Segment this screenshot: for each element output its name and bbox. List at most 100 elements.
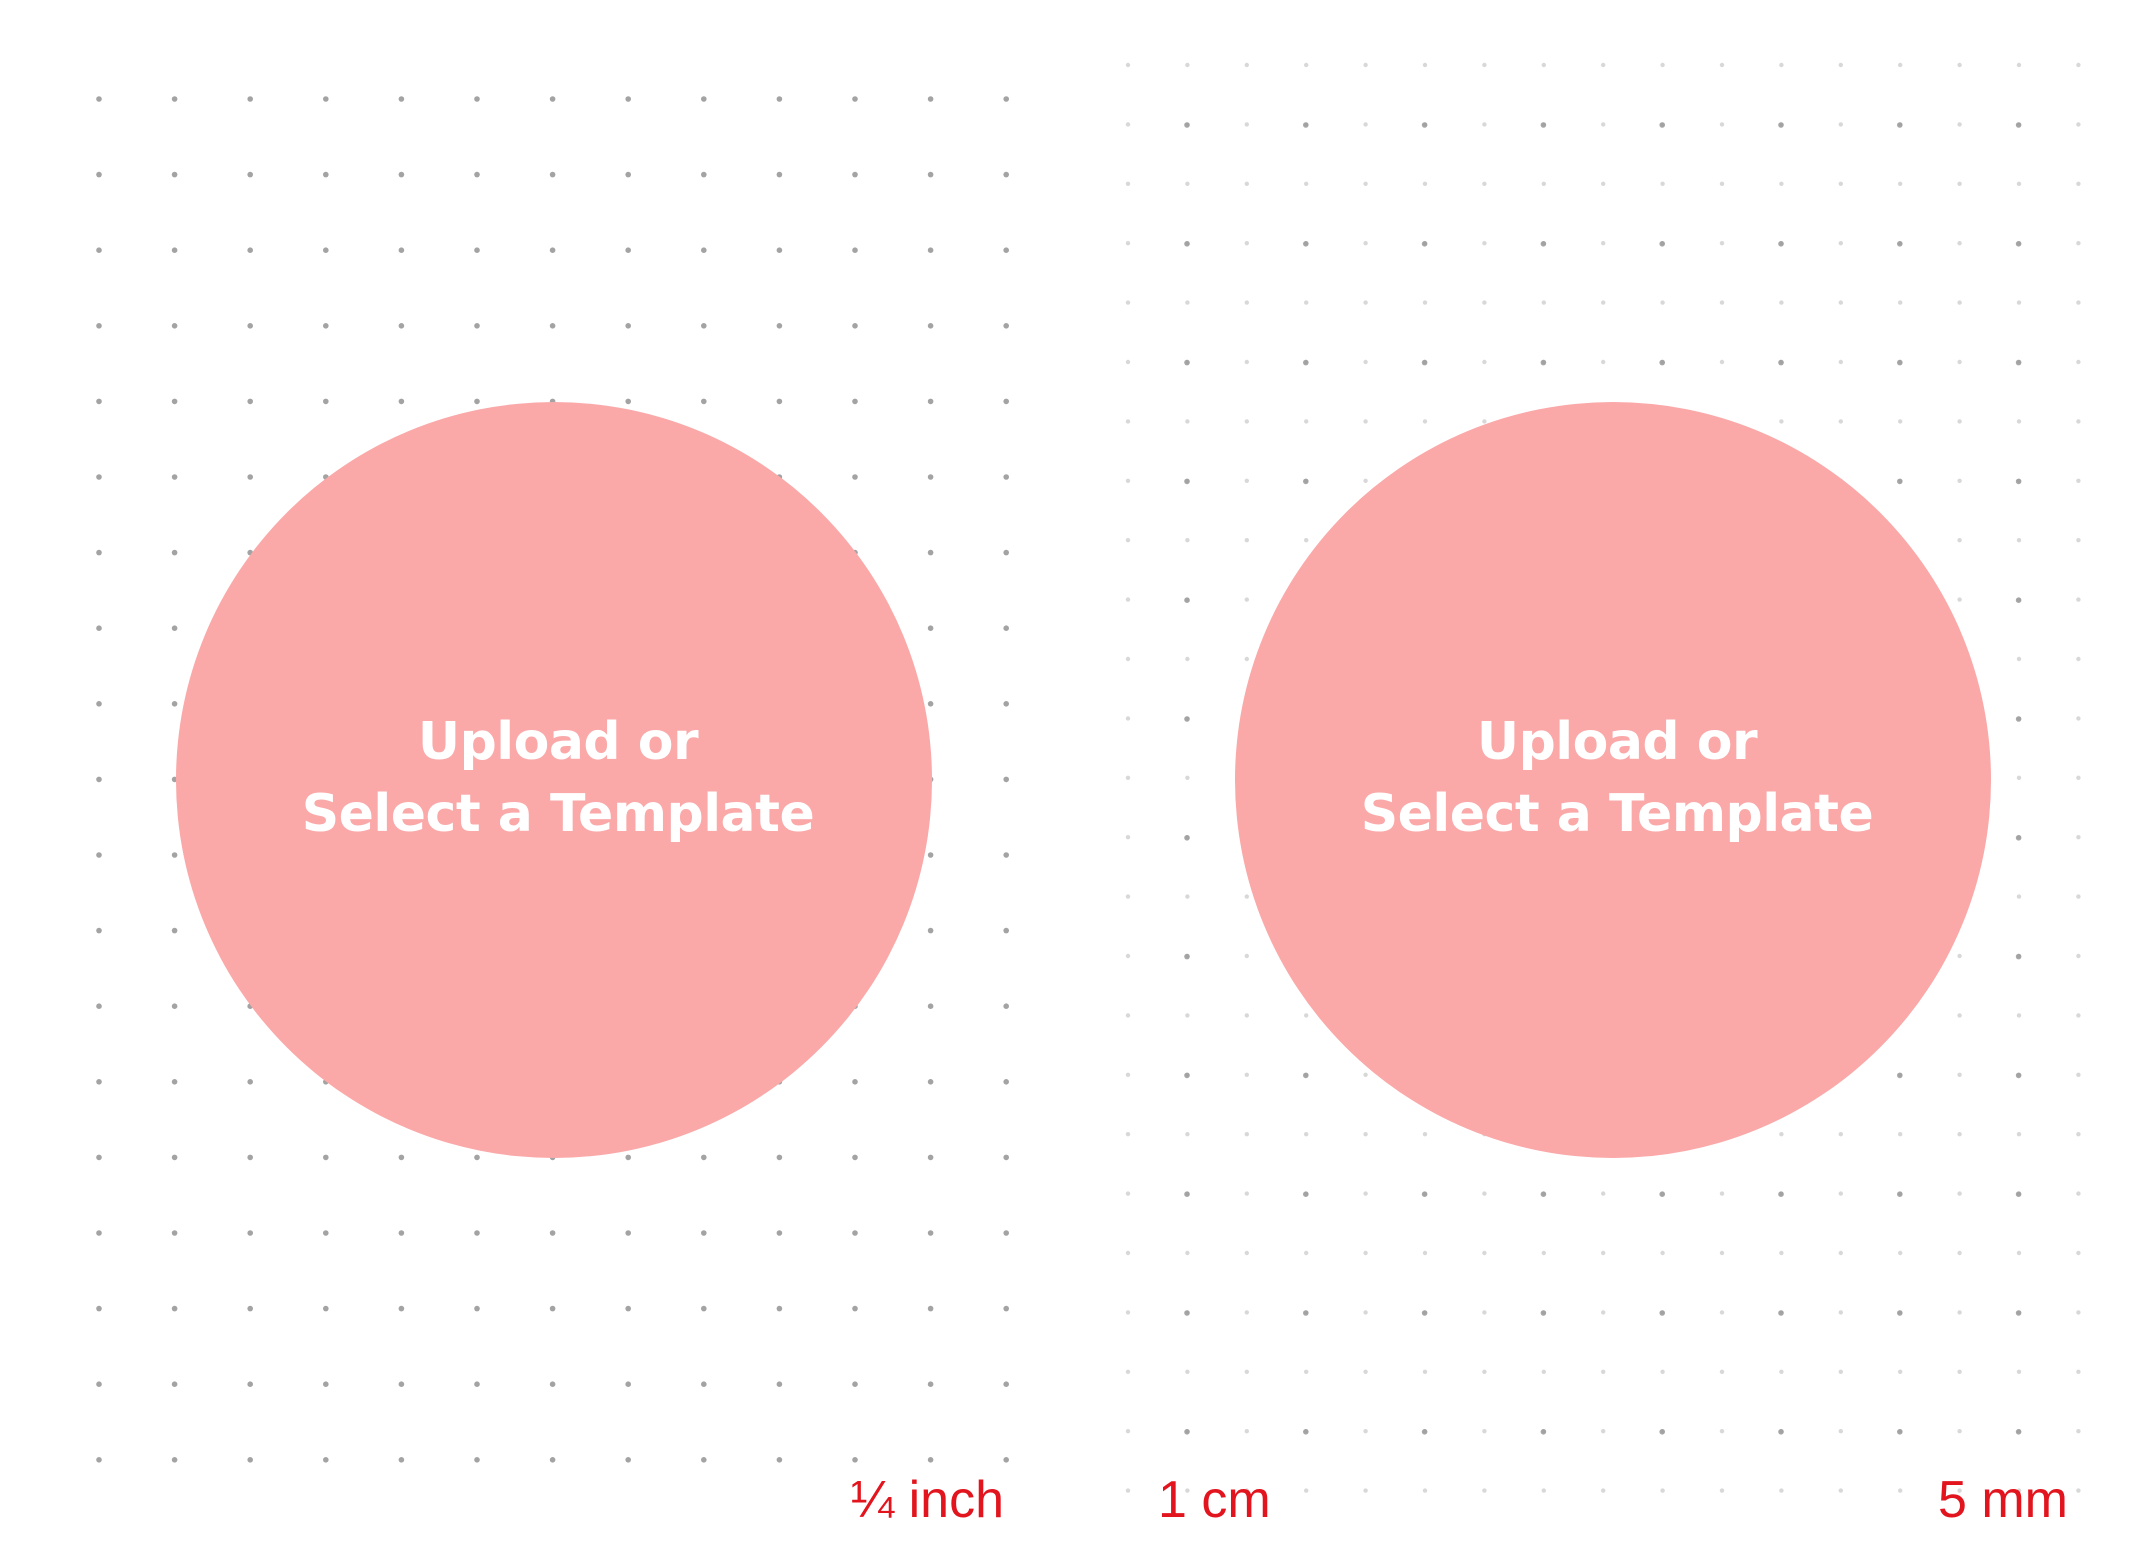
- grid-dot: [474, 323, 480, 329]
- grid-dot: [247, 1305, 253, 1312]
- grid-dot: [1244, 359, 1250, 365]
- grid-dot: [1185, 300, 1190, 305]
- grid-dot: [1363, 1429, 1368, 1434]
- grid-dot: [1838, 359, 1844, 365]
- grid-dot: [1003, 549, 1009, 556]
- grid-dot: [1003, 1305, 1009, 1312]
- grid-dot: [1660, 1250, 1665, 1256]
- grid-dot: [2076, 62, 2081, 68]
- grid-dot: [2015, 122, 2022, 128]
- grid-dot: [323, 1154, 329, 1161]
- grid-dot: [1003, 1079, 1009, 1085]
- grid-dot: [1482, 62, 1487, 68]
- grid-dot: [927, 1079, 934, 1085]
- upload-prompt-line-2: Select a Template: [301, 784, 815, 844]
- grid-dot: [1601, 359, 1606, 365]
- grid-dot: [171, 1003, 178, 1009]
- grid-dot: [1897, 1310, 1903, 1316]
- upload-template-button-left[interactable]: Upload or Select a Template: [176, 402, 932, 1158]
- grid-dot: [1304, 1369, 1309, 1375]
- grid-dot: [96, 323, 102, 329]
- grid-dot: [1957, 181, 1962, 186]
- grid-dot: [1957, 1250, 1962, 1256]
- grid-dot: [701, 1381, 707, 1387]
- grid-dot: [1660, 300, 1665, 305]
- grid-dot: [1482, 359, 1487, 365]
- grid-dot: [549, 247, 556, 253]
- grid-dot: [1363, 1369, 1368, 1375]
- grid-dot: [1838, 1250, 1844, 1256]
- grid-dot: [1185, 538, 1190, 543]
- grid-dot: [625, 1230, 631, 1236]
- grid-dot: [2076, 1488, 2081, 1493]
- grid-dot: [1898, 300, 1903, 305]
- grid-dot: [1363, 300, 1368, 305]
- grid-dot: [1244, 62, 1250, 68]
- grid-dot: [1421, 1191, 1428, 1197]
- grid-dot: [1125, 181, 1131, 186]
- grid-dot: [2076, 953, 2081, 959]
- grid-dot: [1897, 1429, 1903, 1435]
- upload-template-button-right[interactable]: Upload or Select a Template: [1235, 402, 1991, 1158]
- grid-spacing-label-mm: 5 mm: [1938, 1471, 2068, 1529]
- grid-dot: [2076, 656, 2081, 662]
- grid-dot: [1184, 1310, 1190, 1316]
- grid-dot: [927, 247, 934, 253]
- grid-dot: [1125, 656, 1131, 662]
- grid-dot: [1719, 1369, 1725, 1375]
- grid-dot: [1601, 62, 1606, 68]
- grid-dot: [171, 852, 178, 858]
- grid-dot: [852, 96, 858, 102]
- grid-dot: [1125, 597, 1131, 602]
- grid-dot: [96, 1154, 102, 1161]
- grid-dot: [2076, 894, 2081, 899]
- grid-dot: [852, 323, 858, 329]
- grid-dot: [1601, 1191, 1606, 1196]
- grid-dot: [927, 701, 934, 707]
- grid-dot: [247, 398, 253, 405]
- grid-dot: [1244, 1013, 1250, 1018]
- grid-dot: [1719, 359, 1725, 365]
- grid-dot: [701, 1154, 707, 1161]
- grid-dot: [1957, 359, 1962, 365]
- grid-dot: [1184, 1191, 1190, 1197]
- grid-dot: [1304, 1132, 1309, 1137]
- grid-dot: [1303, 478, 1309, 485]
- grid-dot: [1303, 1191, 1309, 1197]
- grid-dot: [1659, 1429, 1665, 1435]
- grid-dot: [1363, 181, 1368, 186]
- grid-dot: [1838, 1369, 1844, 1375]
- grid-dot: [1003, 323, 1009, 329]
- grid-dot: [1421, 122, 1428, 128]
- grid-dot: [1363, 1072, 1368, 1078]
- grid-dot: [2076, 538, 2081, 543]
- grid-dot: [1363, 122, 1368, 127]
- grid-dot: [1659, 122, 1665, 128]
- grid-dot: [776, 323, 783, 329]
- grid-dot: [1244, 597, 1250, 602]
- grid-spacing-label-inch: ¼ inch: [850, 1471, 1004, 1529]
- grid-dot: [927, 1305, 934, 1312]
- grid-dot: [2015, 953, 2022, 960]
- grid-dot: [2015, 1310, 2022, 1316]
- grid-dot: [1897, 122, 1903, 128]
- grid-dot: [701, 96, 707, 102]
- grid-dot: [1304, 62, 1309, 68]
- grid-dot: [171, 323, 178, 329]
- grid-dot: [927, 96, 934, 102]
- grid-dot: [1185, 1488, 1190, 1493]
- grid-dot: [776, 171, 783, 178]
- grid-dot: [1363, 359, 1368, 365]
- grid-dot: [1897, 359, 1903, 366]
- grid-dot: [1660, 1369, 1665, 1375]
- grid-dot: [1185, 775, 1190, 780]
- grid-dot: [2076, 1072, 2081, 1078]
- grid-dot: [1184, 122, 1190, 128]
- grid-dot: [1003, 1230, 1009, 1236]
- grid-dot: [474, 96, 480, 102]
- grid-dot: [96, 927, 102, 934]
- grid-dot: [776, 1457, 783, 1463]
- grid-dot: [1125, 1369, 1131, 1375]
- grid-dot: [1003, 927, 1009, 934]
- grid-dot: [1541, 300, 1547, 305]
